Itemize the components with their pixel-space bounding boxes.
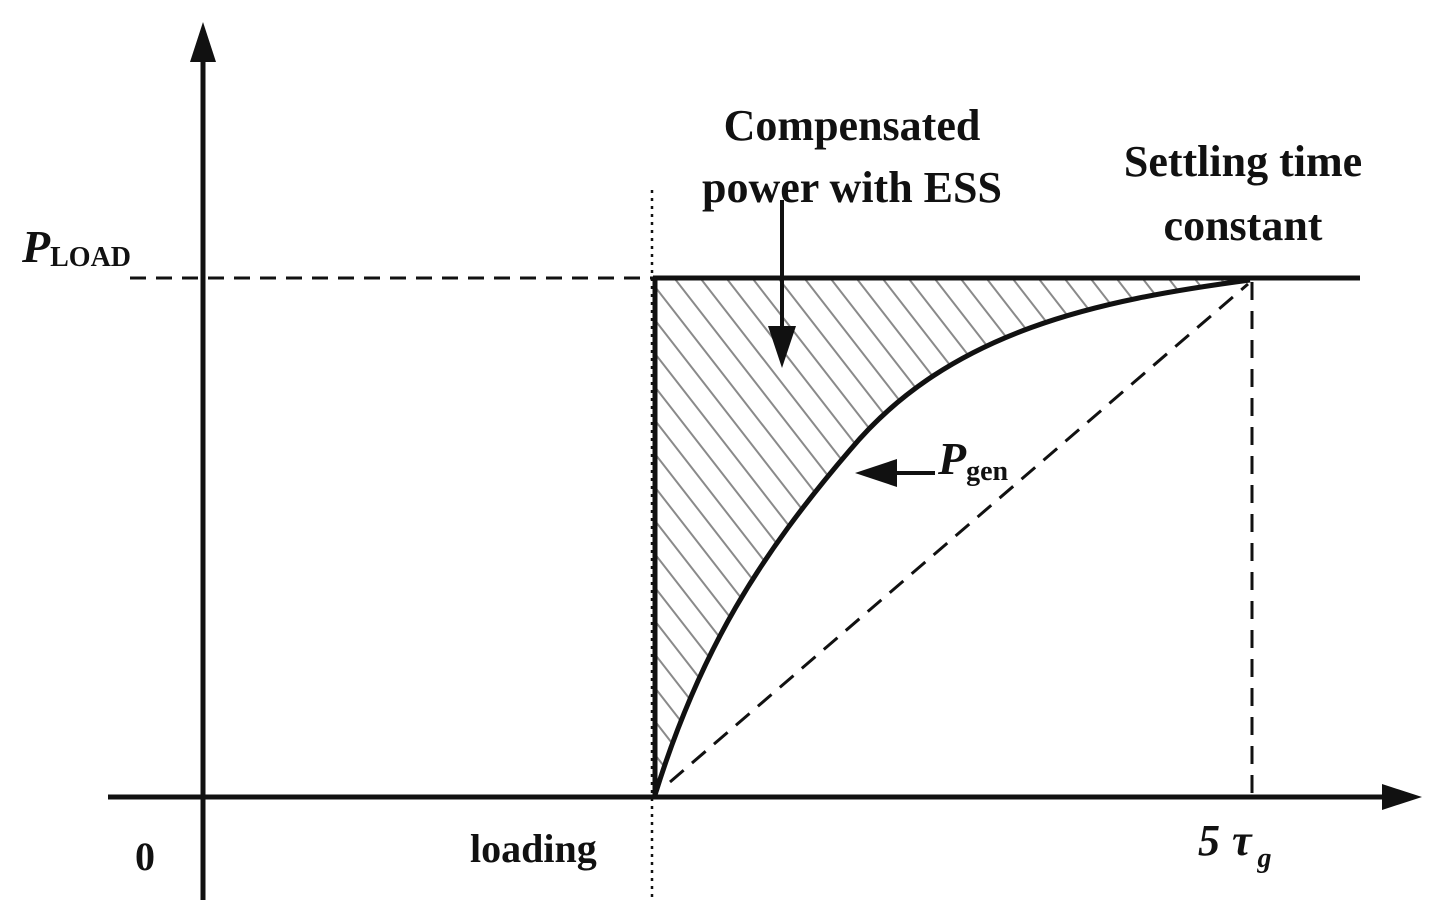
hatch-line <box>0 0 508 900</box>
hatch-line <box>0 0 378 900</box>
hatch-line <box>1264 0 1442 900</box>
hatch-line <box>1133 280 1250 795</box>
hatch-line <box>0 0 326 900</box>
y-axis-arrowhead <box>190 22 216 62</box>
hatch-line <box>1107 280 1250 795</box>
pgen-curve <box>652 277 1251 796</box>
hatch-line <box>1394 0 1442 900</box>
hatch-line <box>951 280 1250 795</box>
hatch-line <box>899 280 1250 795</box>
pgen-label: Pgen <box>937 433 1009 487</box>
hatch-line <box>655 280 795 795</box>
hatch-line <box>1159 280 1250 795</box>
pload-label: PLOAD <box>21 221 131 273</box>
hatch-line <box>1029 280 1250 795</box>
settling-label-line1: Settling time <box>1124 137 1362 186</box>
compensated-label-line1: Compensated <box>724 101 981 150</box>
hatch-line <box>1055 280 1250 795</box>
compensated-power-region <box>0 0 1442 900</box>
hatch-line <box>1316 0 1442 900</box>
hatch-line <box>977 280 1250 795</box>
linear-ramp-dashed-line <box>669 282 1249 784</box>
hatch-line <box>1368 0 1442 900</box>
hatch-line <box>0 0 352 900</box>
hatch-line <box>1081 280 1250 795</box>
hatch-line <box>655 280 691 795</box>
compensated-label-line2: power with ESS <box>702 163 1002 212</box>
pgen-arrow-head <box>855 459 897 487</box>
hatch-line <box>1342 0 1442 900</box>
hatch-line <box>655 280 665 795</box>
hatch-line <box>655 280 743 795</box>
hatch-line <box>0 0 638 900</box>
hatch-line <box>655 280 821 795</box>
hatch-line <box>0 0 482 900</box>
hatch-line <box>655 280 717 795</box>
hatch-line <box>0 0 456 900</box>
hatch-line <box>0 0 430 900</box>
hatch-line <box>0 0 560 900</box>
hatch-line <box>925 280 1250 795</box>
x-axis-arrowhead <box>1382 784 1422 810</box>
hatch-line <box>1185 280 1250 795</box>
loading-label: loading <box>470 826 597 871</box>
compensated-arrow-head <box>768 326 796 368</box>
origin-label: 0 <box>135 834 155 879</box>
hatch-line <box>0 0 586 900</box>
hatch-line <box>0 0 612 900</box>
hatch-line <box>1211 280 1250 795</box>
hatch-line <box>1237 280 1250 795</box>
hatch-line <box>0 0 300 900</box>
settling-label-line2: constant <box>1164 201 1323 250</box>
hatch-line <box>1003 280 1250 795</box>
hatch-line <box>1290 0 1442 900</box>
hatch-line <box>0 0 534 900</box>
hatch-line <box>1420 0 1442 900</box>
